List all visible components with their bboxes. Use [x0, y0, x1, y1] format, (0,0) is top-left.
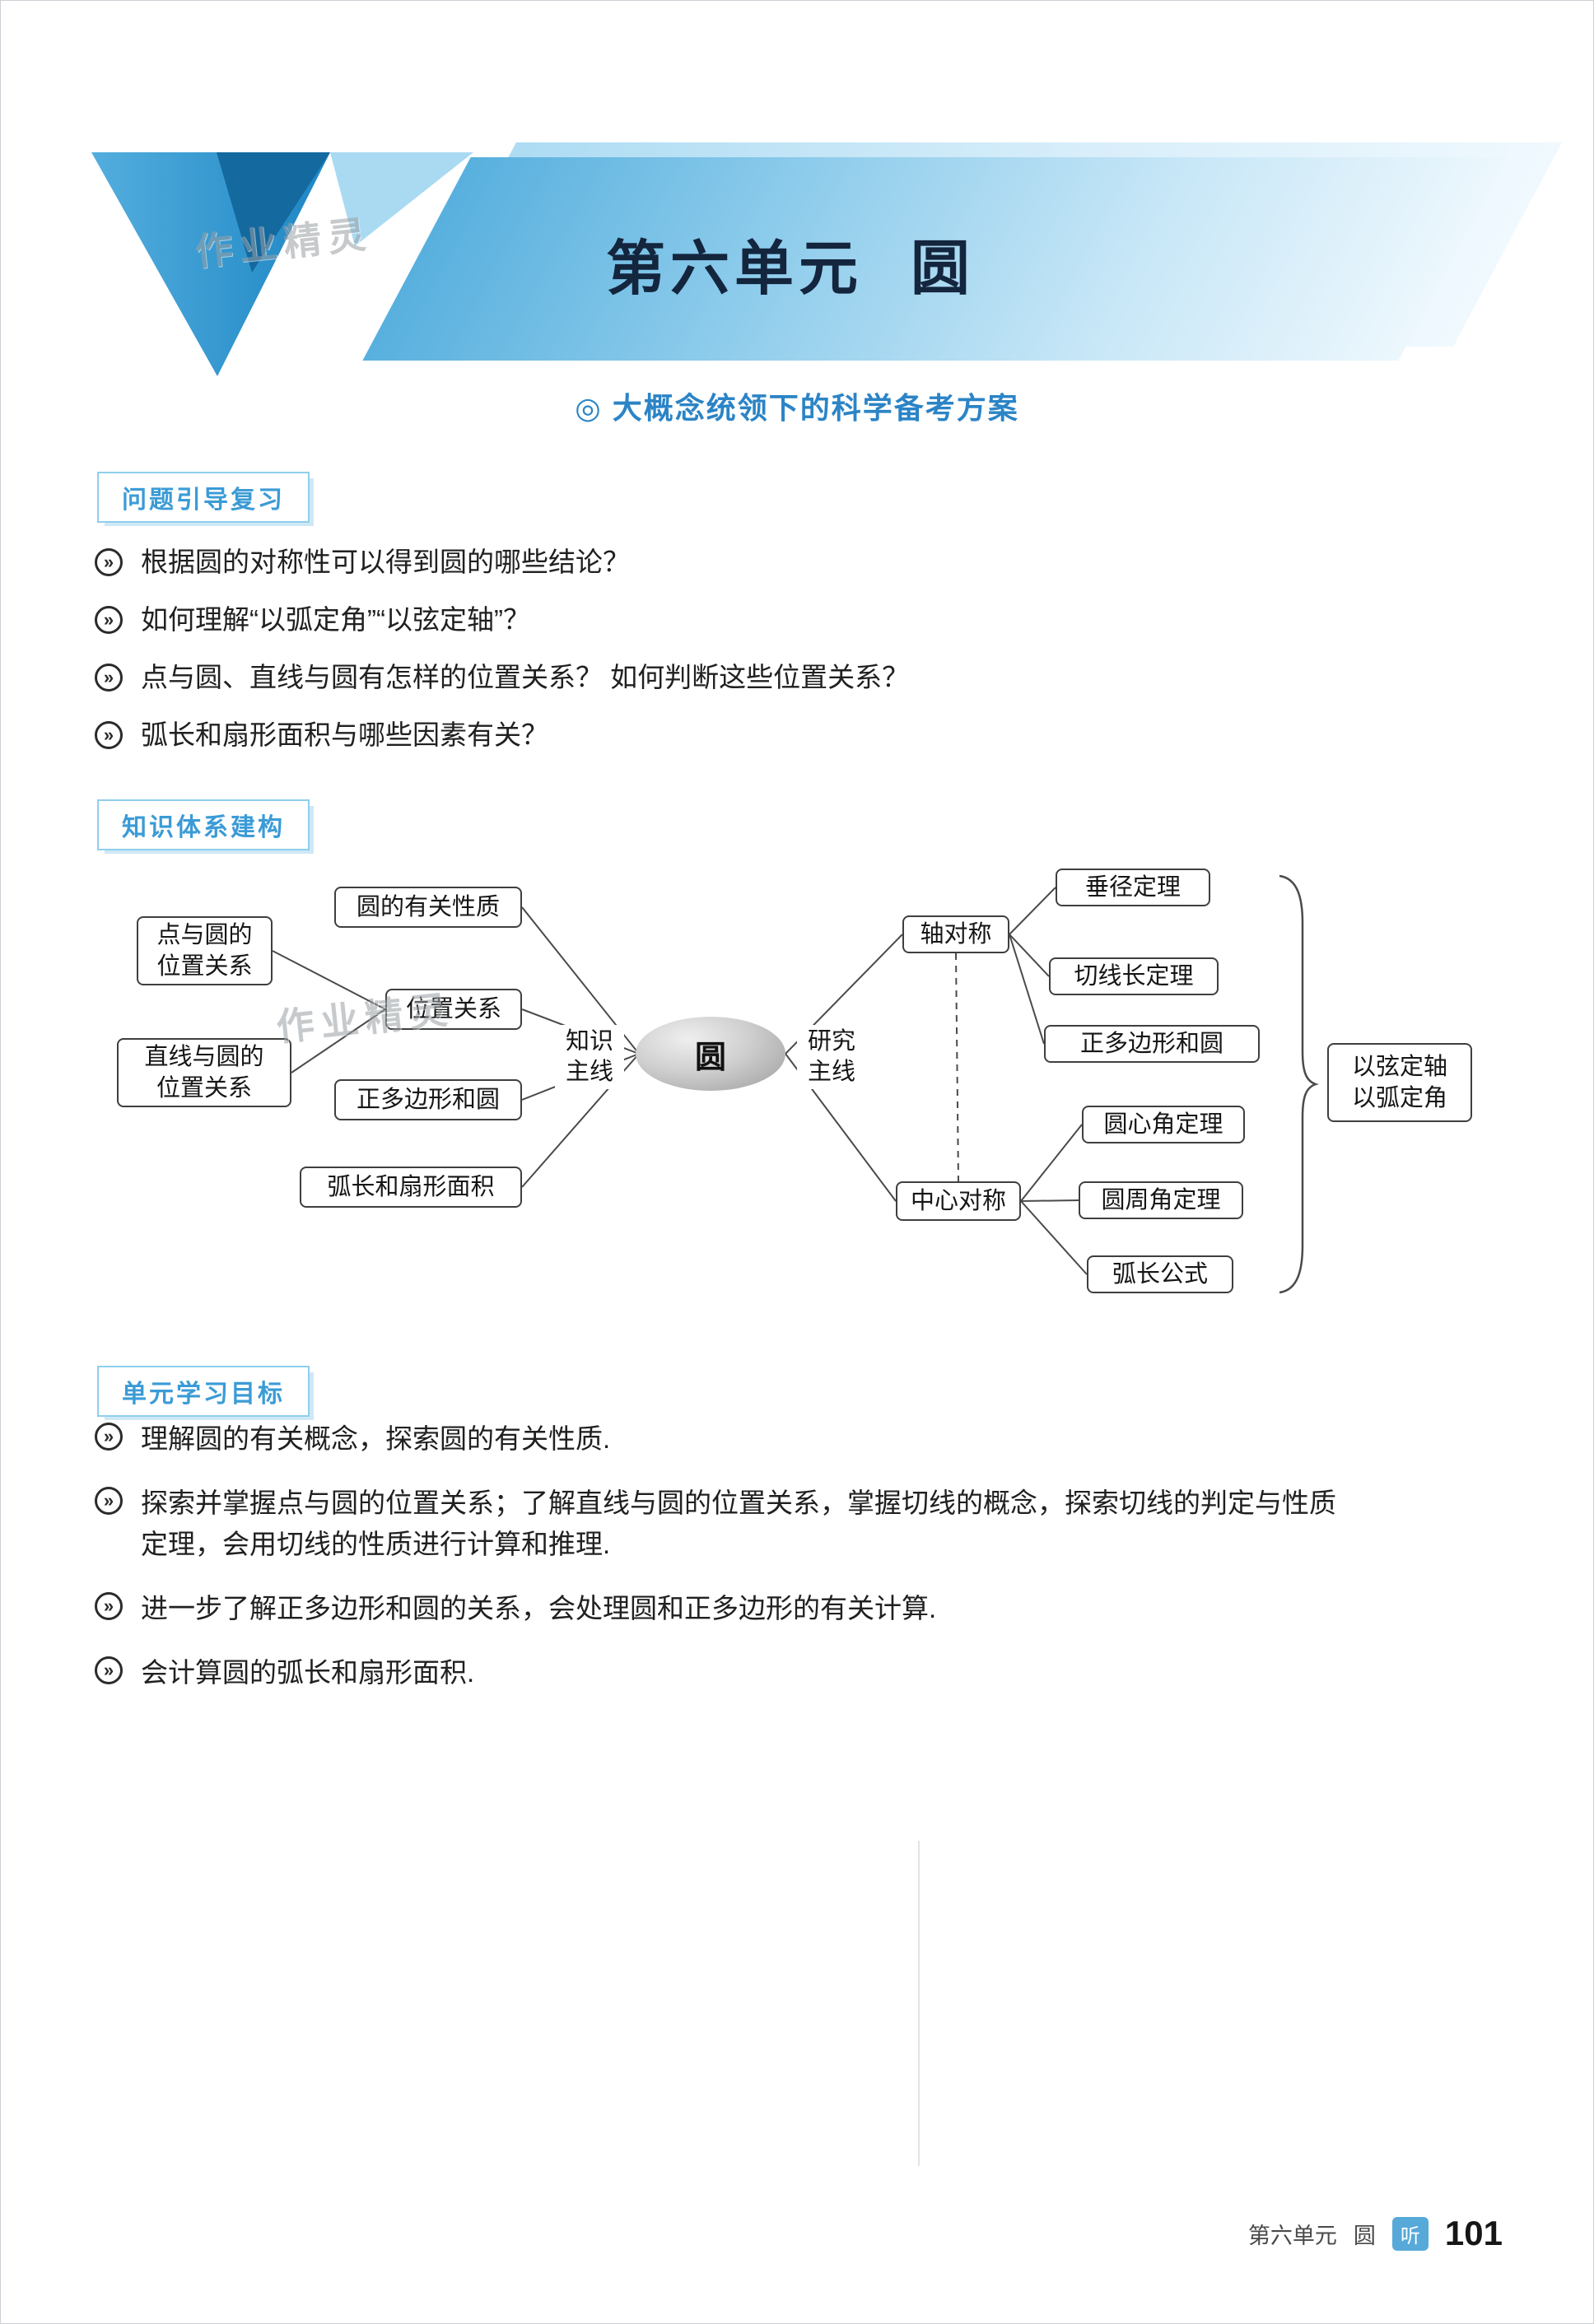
node-text: 圆周角定理 — [1101, 1187, 1221, 1213]
connector-line — [1009, 934, 1050, 977]
node-regular-polygon-circle-right: 正多边形和圆 — [1044, 1025, 1260, 1063]
node-arc-length-formula: 弧长公式 — [1087, 1255, 1233, 1293]
connector-line — [291, 1008, 386, 1074]
list-item: » 会计算圆的弧长和扇形面积. — [95, 1652, 1499, 1693]
list-item: » 如何理解“以弧定角”“以弦定轴”？ — [95, 602, 1499, 638]
node-text: 正多边形和圆 — [1079, 1031, 1223, 1057]
grouping-brace — [1279, 874, 1319, 1294]
node-text: 垂径定理 — [1084, 874, 1181, 901]
node-text: 弧长公式 — [1112, 1261, 1208, 1288]
list-item: » 弧长和扇形面积与哪些因素有关？ — [95, 717, 1499, 753]
review-question-list: » 根据圆的对称性可以得到圆的哪些结论？ » 如何理解“以弧定角”“以弦定轴”？… — [95, 544, 1499, 775]
connector-line — [1020, 1199, 1079, 1202]
connector-line — [272, 950, 386, 1010]
goal-text: 理解圆的有关概念，探索圆的有关性质. — [141, 1423, 611, 1454]
goal-text: 进一步了解正多边形和圆的关系，会处理圆和正多边形的有关计算. — [141, 1593, 937, 1623]
node-inscribed-angle-theorem: 圆周角定理 — [1079, 1181, 1243, 1219]
double-arrow-bullet-icon: » — [95, 1656, 123, 1684]
node-text: 位置关系 — [405, 996, 501, 1022]
list-item: » 进一步了解正多边形和圆的关系，会处理圆和正多边形的有关计算. — [95, 1588, 1499, 1629]
node-text: 位置关系 — [156, 1075, 252, 1101]
list-item: » 根据圆的对称性可以得到圆的哪些结论？ — [95, 544, 1499, 580]
connector-line — [1020, 1124, 1083, 1202]
learning-goals-list: » 理解圆的有关概念，探索圆的有关性质. » 探索并掌握点与圆的位置关系；了解直… — [95, 1418, 1499, 1716]
double-arrow-bullet-icon: » — [95, 1487, 123, 1515]
node-central-angle-theorem: 圆心角定理 — [1082, 1106, 1245, 1143]
footer-topic: 圆 — [1353, 2223, 1376, 2248]
unit-banner: 第六单元圆 作业精灵 — [1, 1, 1593, 396]
node-regular-polygon-circle: 正多边形和圆 — [334, 1079, 522, 1120]
unit-number: 第六单元 — [606, 236, 864, 302]
review-question: 根据圆的对称性可以得到圆的哪些结论？ — [141, 547, 630, 577]
node-position-relations: 位置关系 — [385, 989, 522, 1030]
knowledge-map-diagram: 点与圆的 位置关系 直线与圆的 位置关系 圆的有关性质 位置关系 正多边形和圆 … — [79, 864, 1512, 1345]
node-text: 以弦定轴 — [1351, 1054, 1447, 1080]
connector-line — [1009, 887, 1056, 935]
symmetry-dashed-link — [955, 952, 959, 1182]
node-point-circle-position: 点与圆的 位置关系 — [137, 916, 273, 985]
page-number: 101 — [1444, 2214, 1503, 2252]
node-text: 轴对称 — [920, 921, 992, 948]
node-central-symmetry: 中心对称 — [896, 1181, 1021, 1221]
section-badge-goals: 单元学习目标 — [97, 1366, 310, 1417]
node-text: 以弧定角 — [1351, 1085, 1447, 1111]
review-question: 如何理解“以弧定角”“以弦定轴”？ — [141, 604, 530, 635]
listen-badge: 听 — [1391, 2216, 1429, 2251]
node-text: 圆 — [694, 1040, 726, 1075]
list-item: » 点与圆、直线与圆有怎样的位置关系？ 如何判断这些位置关系？ — [95, 659, 1499, 696]
unit-topic: 圆 — [911, 236, 976, 302]
node-circle-properties: 圆的有关性质 — [334, 887, 522, 928]
node-text: 点与圆的 — [156, 922, 253, 948]
double-arrow-bullet-icon: » — [95, 664, 123, 692]
knowledge-mainline-label: 知识 主线 — [555, 1025, 624, 1089]
double-arrow-bullet-icon: » — [95, 1423, 123, 1451]
node-text: 直线与圆的 — [144, 1044, 264, 1070]
label-text: 主线 — [807, 1059, 855, 1085]
goal-text: 探索并掌握点与圆的位置关系；了解直线与圆的位置关系，掌握切线的概念，探索切线的判… — [141, 1488, 1336, 1559]
node-text: 中心对称 — [910, 1188, 1006, 1214]
chapter-subtitle: ◎ 大概念统领下的科学备考方案 — [575, 391, 1019, 425]
page-footer: 第六单元 圆 听 101 — [1248, 2210, 1503, 2256]
node-text: 圆心角定理 — [1103, 1111, 1223, 1138]
list-item: » 理解圆的有关概念，探索圆的有关性质. — [95, 1418, 1499, 1460]
node-axis-symmetry: 轴对称 — [902, 915, 1009, 953]
double-arrow-bullet-icon: » — [95, 548, 123, 576]
node-tangent-length-theorem: 切线长定理 — [1049, 957, 1219, 995]
list-item: » 探索并掌握点与圆的位置关系；了解直线与圆的位置关系，掌握切线的概念，探索切线… — [95, 1483, 1499, 1565]
review-question: 弧长和扇形面积与哪些因素有关？ — [141, 720, 548, 750]
unit-title: 第六单元圆 — [606, 220, 975, 306]
research-mainline-label: 研究 主线 — [797, 1025, 866, 1089]
node-perpendicular-diameter-theorem: 垂径定理 — [1056, 869, 1210, 906]
node-text: 圆的有关性质 — [356, 894, 500, 920]
node-chord-axis-arc-angle: 以弦定轴 以弧定角 — [1327, 1043, 1472, 1122]
connector-line — [1009, 934, 1045, 1045]
node-arc-sector-area: 弧长和扇形面积 — [300, 1167, 522, 1208]
label-text: 知识 — [565, 1028, 613, 1055]
label-text: 主线 — [565, 1059, 613, 1085]
goal-text: 会计算圆的弧长和扇形面积. — [141, 1657, 475, 1688]
connector-line — [1020, 1200, 1088, 1275]
node-text: 正多边形和圆 — [356, 1087, 500, 1113]
node-text: 弧长和扇形面积 — [327, 1174, 495, 1200]
node-circle-center: 圆 — [636, 1017, 785, 1091]
footer-unit: 第六单元 — [1247, 2223, 1337, 2248]
label-text: 研究 — [807, 1028, 855, 1055]
double-arrow-bullet-icon: » — [95, 721, 123, 749]
double-arrow-bullet-icon: » — [95, 606, 123, 634]
connector-lines — [272, 874, 1319, 1294]
node-text: 切线长定理 — [1074, 963, 1194, 990]
review-question: 点与圆、直线与圆有怎样的位置关系？ 如何判断这些位置关系？ — [141, 662, 910, 692]
node-line-circle-position: 直线与圆的 位置关系 — [117, 1038, 291, 1107]
page-crease-line — [918, 1841, 920, 2166]
section-badge-knowledge: 知识体系建构 — [97, 799, 310, 850]
section-badge-review: 问题引导复习 — [97, 472, 310, 523]
node-text: 位置关系 — [156, 953, 253, 980]
brand-flag-icon — [91, 152, 473, 376]
double-arrow-bullet-icon: » — [95, 1592, 123, 1620]
